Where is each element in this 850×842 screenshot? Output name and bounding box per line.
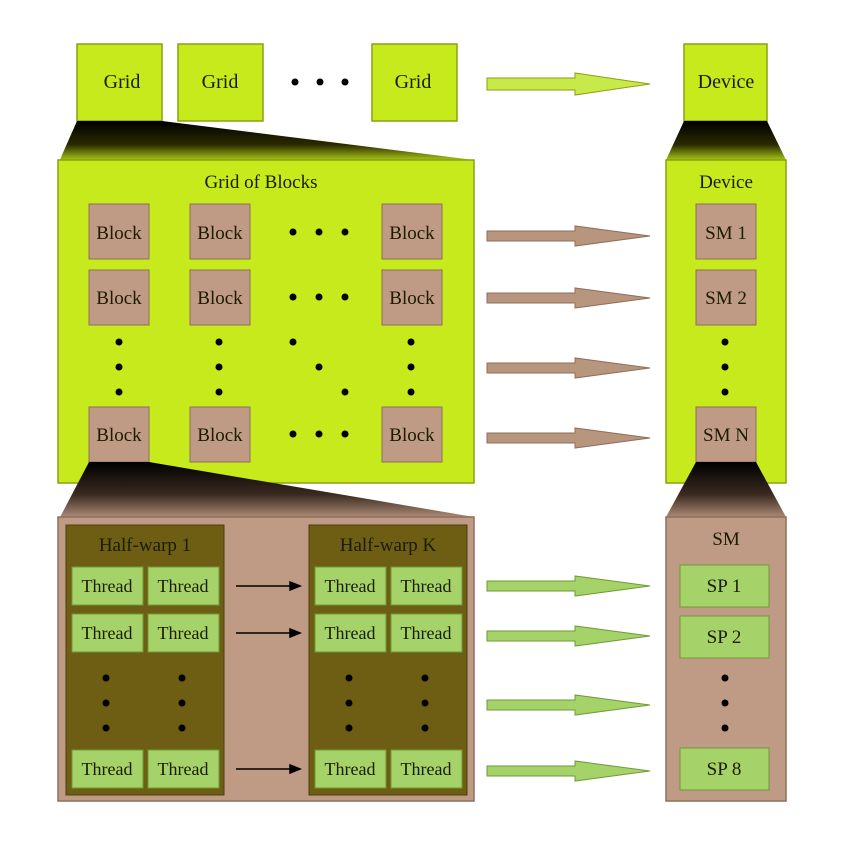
block-box xyxy=(381,203,443,260)
grid-box-2 xyxy=(177,43,264,122)
arrow-right-icon xyxy=(486,287,651,309)
thread-box xyxy=(147,749,220,789)
thread-box xyxy=(314,566,387,606)
sp-label-8: SP 8 xyxy=(707,759,742,780)
arrow-head-icon xyxy=(289,627,303,639)
ellipsis-dots xyxy=(115,228,415,438)
arrow-right-icon xyxy=(486,357,651,379)
device-box-top xyxy=(683,43,768,122)
zoom-connector-grid xyxy=(58,121,474,164)
block-label: Block xyxy=(197,288,243,309)
thread-box xyxy=(71,613,144,653)
thread-label: Thread xyxy=(325,759,376,779)
block-box xyxy=(381,269,443,326)
thread-box xyxy=(147,613,220,653)
sp-label-1: SP 1 xyxy=(707,576,742,597)
arrow-right-icon xyxy=(486,625,651,647)
sp-label-2: SP 2 xyxy=(707,627,742,648)
block-label: Block xyxy=(197,223,243,244)
thread-label: Thread xyxy=(401,623,452,643)
grid-of-blocks-title: Grid of Blocks xyxy=(205,172,318,193)
thread-label: Thread xyxy=(401,576,452,596)
arrow-right-icon xyxy=(486,225,651,247)
grid-label-3: Grid xyxy=(395,71,432,93)
device-title: Device xyxy=(699,172,753,193)
sm-box-1 xyxy=(695,203,757,260)
block-to-sm-arrows xyxy=(486,225,651,449)
arrow-right-icon xyxy=(486,760,651,782)
sm-box-n xyxy=(695,406,757,463)
sm-label-n: SM N xyxy=(703,425,749,446)
grid-label-1: Grid xyxy=(104,71,141,93)
grid-label-2: Grid xyxy=(202,71,239,93)
thread-grid: Thread Thread Thread Thread Thread Threa… xyxy=(71,566,463,789)
halfwarp-k-title: Half-warp K xyxy=(340,535,437,556)
ellipsis-dots xyxy=(721,674,729,732)
thread-label: Thread xyxy=(158,576,209,596)
block-label: Block xyxy=(96,288,142,309)
thread-box xyxy=(390,613,463,653)
grid-box-3 xyxy=(371,43,458,122)
row1-grids: Grid Grid Grid xyxy=(76,43,458,122)
grid-box-1 xyxy=(76,43,163,122)
arrow-head-icon xyxy=(289,580,303,592)
block-label: Block xyxy=(96,425,142,446)
arrow-right-icon xyxy=(486,72,651,96)
thread-label: Thread xyxy=(325,623,376,643)
ellipsis-dots xyxy=(291,78,349,86)
thread-box xyxy=(314,749,387,789)
block-box xyxy=(189,203,251,260)
thread-label: Thread xyxy=(82,576,133,596)
block-label: Block xyxy=(96,223,142,244)
thread-box xyxy=(390,749,463,789)
block-label: Block xyxy=(389,223,435,244)
thread-box xyxy=(71,566,144,606)
sm-box-2 xyxy=(695,269,757,326)
block-box xyxy=(189,406,251,463)
arrow-right-icon xyxy=(486,694,651,716)
thread-label: Thread xyxy=(158,623,209,643)
thread-label: Thread xyxy=(82,623,133,643)
thread-box xyxy=(147,566,220,606)
block-box xyxy=(381,406,443,463)
sm-label-2: SM 2 xyxy=(705,288,747,309)
arrow-right-icon xyxy=(486,575,651,597)
device-label-top: Device xyxy=(698,71,755,93)
block-label: Block xyxy=(389,425,435,446)
sp-box-1 xyxy=(679,564,770,608)
thread-label: Thread xyxy=(401,759,452,779)
thread-box xyxy=(390,566,463,606)
sm-label-1: SM 1 xyxy=(705,223,747,244)
block-label: Block xyxy=(197,425,243,446)
zoom-connector-block xyxy=(58,462,474,521)
zoom-connector-device xyxy=(666,121,786,164)
thread-label: Thread xyxy=(325,576,376,596)
block-label: Block xyxy=(389,288,435,309)
block-box xyxy=(88,203,150,260)
block-box xyxy=(88,269,150,326)
thread-to-sp-arrows xyxy=(486,575,651,782)
block-box xyxy=(88,406,150,463)
ellipsis-dots xyxy=(102,674,429,732)
sp-box-8 xyxy=(679,747,770,791)
halfwarp-arrows xyxy=(236,580,303,775)
thread-box xyxy=(314,613,387,653)
thread-label: Thread xyxy=(82,759,133,779)
sm-title: SM xyxy=(712,529,740,550)
thread-label: Thread xyxy=(158,759,209,779)
block-grid: Block Block Block Block Block Block Bloc… xyxy=(88,203,443,463)
sp-box-2 xyxy=(679,615,770,659)
halfwarp-1-title: Half-warp 1 xyxy=(99,535,191,556)
ellipsis-dots xyxy=(721,338,729,396)
block-box xyxy=(189,269,251,326)
thread-box xyxy=(71,749,144,789)
zoom-connector-sm xyxy=(666,462,786,521)
arrow-head-icon xyxy=(289,763,303,775)
arrow-right-icon xyxy=(486,427,651,449)
